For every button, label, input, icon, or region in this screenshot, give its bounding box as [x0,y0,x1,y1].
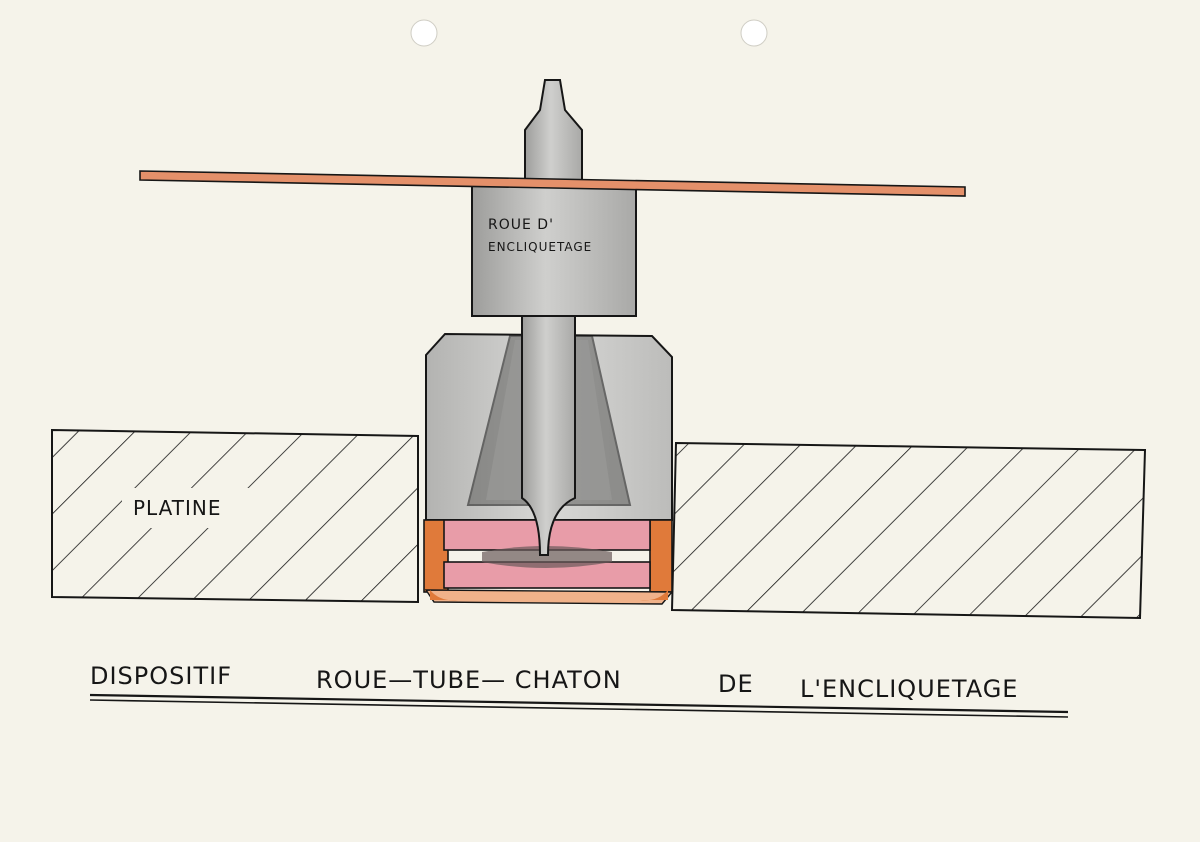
setting-base [424,589,674,605]
setting-foot-right [640,590,668,601]
binder-hole-left [410,19,438,47]
plate-label-bg [122,488,262,528]
setting-foot-left [430,590,458,601]
ratchet-wheel-rim [139,170,966,197]
setting-orange-right [649,519,673,593]
caption-word-1: DISPOSITIF [90,662,232,690]
oil-gap [482,546,612,568]
caption-word-4: L'ENCLIQUETAGE [800,675,1018,703]
jewel-lower [443,561,651,589]
arbor-tip [524,79,583,183]
wheel-label-line2: ENCLIQUETAGE [488,240,592,254]
plate-label: PLATINE [133,496,222,520]
caption-word-3: DE [718,670,754,698]
binder-hole-right [740,19,768,47]
caption-underline-1 [89,693,1069,714]
wheel-label-line1: ROUE D' [488,217,554,233]
caption-word-2: ROUE—TUBE— CHATON [316,666,622,694]
plate-right [670,441,1147,620]
ratchet-wheel-hub [471,183,637,317]
caption-underline-2 [89,699,1069,718]
wheel-arbor [521,313,576,556]
